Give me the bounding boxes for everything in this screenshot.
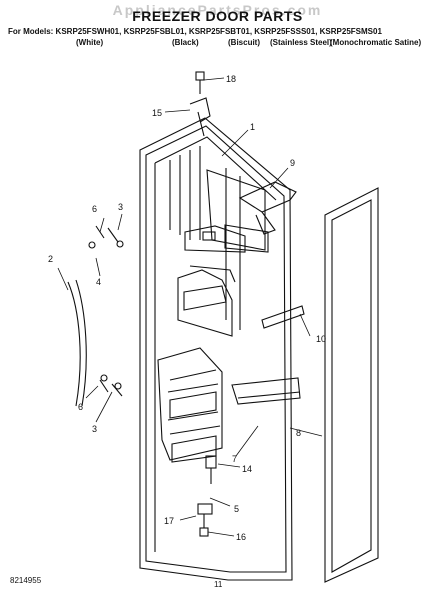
callout-5: 5 (234, 504, 239, 514)
color-stainless: (Stainless Steel) (270, 38, 332, 47)
color-black: (Black) (172, 38, 199, 47)
page-title: FREEZER DOOR PARTS (132, 8, 303, 24)
callout-3-top: 3 (118, 202, 123, 212)
door-panel (139, 117, 293, 581)
document-number: 8214955 (10, 576, 42, 585)
callout-14: 14 (242, 464, 252, 474)
color-white: (White) (76, 38, 104, 47)
callout-3-bottom: 3 (92, 424, 97, 434)
callout-2: 2 (48, 254, 53, 264)
page-number: 11 (214, 580, 223, 589)
callout-1: 1 (250, 122, 255, 132)
callout-16: 16 (236, 532, 246, 542)
callout-10: 10 (316, 334, 326, 344)
handle (67, 279, 87, 407)
callout-6-top: 6 (92, 204, 97, 214)
callout-7: 7 (232, 454, 237, 464)
leader-lines (57, 77, 323, 537)
bracket-9 (238, 181, 297, 213)
wire-harness (189, 71, 211, 137)
callout-6-bottom: 6 (78, 402, 83, 412)
callout-18: 18 (226, 74, 236, 84)
model-list: For Models: KSRP25FSWH01, KSRP25FSBL01, … (8, 27, 382, 36)
bin-7 (231, 377, 301, 405)
color-biscuit: (Biscuit) (228, 38, 260, 47)
callout-15: 15 (152, 108, 162, 118)
color-satine: (Monochromatic Satine) (330, 38, 422, 47)
callout-17: 17 (164, 516, 174, 526)
watermark: AppliancePartsPros.com (112, 2, 323, 18)
callout-9: 9 (290, 158, 295, 168)
door-gasket (324, 187, 379, 583)
rail-10 (261, 305, 305, 329)
dispenser-housing (177, 169, 269, 337)
screw-set-bottom (99, 374, 123, 397)
callout-4: 4 (96, 277, 101, 287)
callout-8: 8 (296, 428, 301, 438)
